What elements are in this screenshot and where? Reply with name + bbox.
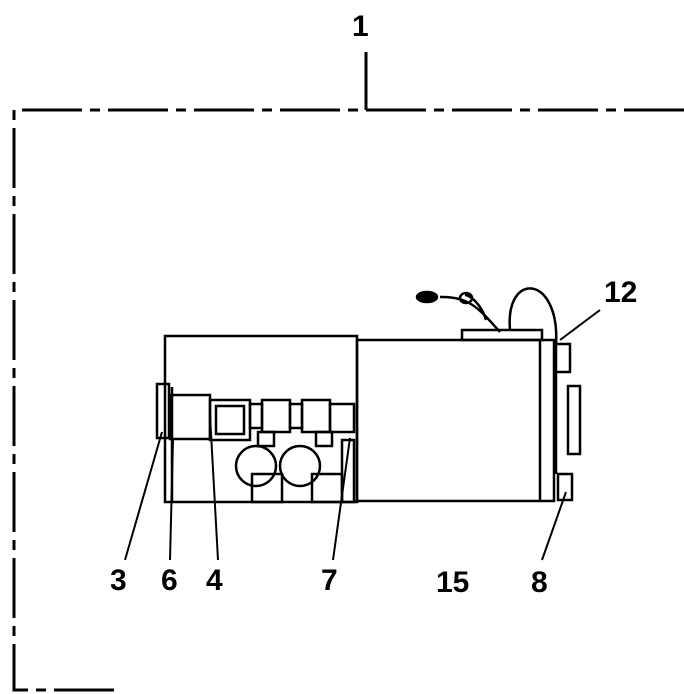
callout-leader-12 — [559, 309, 601, 341]
callout-leader-7 — [332, 437, 351, 561]
wire-connector — [415, 290, 439, 304]
electric-motor — [355, 328, 582, 503]
callout-leader-8 — [541, 491, 567, 561]
pump-cylinder-right — [278, 444, 322, 488]
pump-housing — [155, 334, 359, 504]
assembly-boundary — [12, 108, 684, 692]
callout-3: 3 — [110, 564, 127, 597]
callout-15: 15 — [436, 566, 470, 599]
callout-8: 8 — [531, 566, 548, 599]
callout-7: 7 — [321, 564, 338, 597]
pump-cylinder-left — [234, 444, 278, 488]
callout-4: 4 — [206, 564, 223, 597]
callout-leader-6 — [169, 439, 174, 561]
callout-leader-3 — [124, 431, 163, 561]
callout-12: 12 — [604, 276, 638, 309]
callout-leaders — [124, 309, 601, 561]
callout-1: 1 — [352, 10, 369, 43]
inlet-fitting — [155, 382, 171, 440]
callout-leader-4 — [209, 414, 219, 561]
wiring-harness — [415, 287, 558, 345]
callout-6: 6 — [161, 564, 178, 597]
